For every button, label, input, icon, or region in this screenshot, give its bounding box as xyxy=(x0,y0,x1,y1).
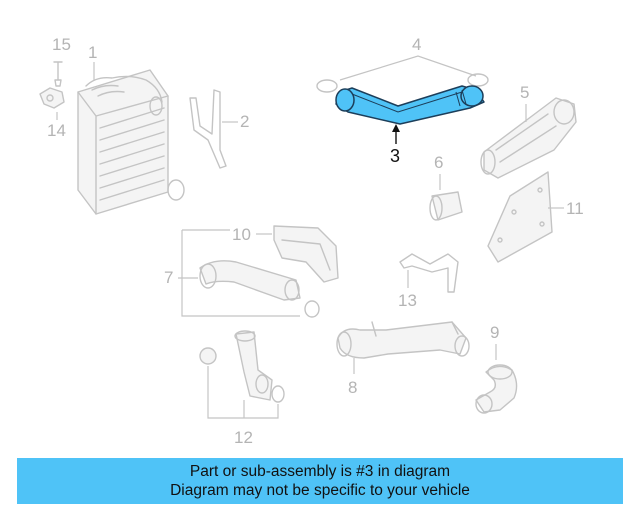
part-4-clamps xyxy=(316,73,489,93)
callout-3: 3 xyxy=(390,146,400,166)
part-11-heat-shield xyxy=(487,171,553,263)
callout-12: 12 xyxy=(234,428,253,447)
part-12-pipe-kit xyxy=(199,330,285,403)
parts-diagram: 15 14 1 2 4 3 5 xyxy=(39,35,584,447)
callout-9: 9 xyxy=(490,323,499,342)
callout-11: 11 xyxy=(566,199,584,218)
callout-10: 10 xyxy=(232,225,251,244)
part-14-bracket xyxy=(39,87,65,109)
callout-5: 5 xyxy=(520,83,529,102)
part-6-coupler xyxy=(429,191,463,221)
banner-line-2: Diagram may not be specific to your vehi… xyxy=(170,482,470,499)
part-2-bracket xyxy=(189,89,227,169)
callout-13: 13 xyxy=(398,291,417,310)
part-9-elbow-hose xyxy=(475,364,518,414)
callout-15: 15 xyxy=(52,35,71,54)
part-1-intercooler xyxy=(77,69,185,215)
callout-8: 8 xyxy=(348,378,357,397)
info-banner: Part or sub-assembly is #3 in diagram Di… xyxy=(17,458,623,504)
part-7-air-hose xyxy=(199,260,320,318)
part-13-bracket xyxy=(399,253,459,293)
callout-2: 2 xyxy=(240,112,249,131)
part-8-charge-pipe xyxy=(336,321,470,359)
callout-1: 1 xyxy=(88,43,97,62)
part-5-intake-duct xyxy=(480,97,577,179)
part-10-air-duct xyxy=(273,225,339,283)
callout-6: 6 xyxy=(434,153,443,172)
part-3-intercooler-pipe xyxy=(335,85,485,125)
banner-line-1: Part or sub-assembly is #3 in diagram xyxy=(189,463,451,480)
part-15-bolt xyxy=(53,61,63,87)
callout-7: 7 xyxy=(164,268,173,287)
callout-14: 14 xyxy=(47,121,66,140)
callout-4: 4 xyxy=(412,35,421,54)
